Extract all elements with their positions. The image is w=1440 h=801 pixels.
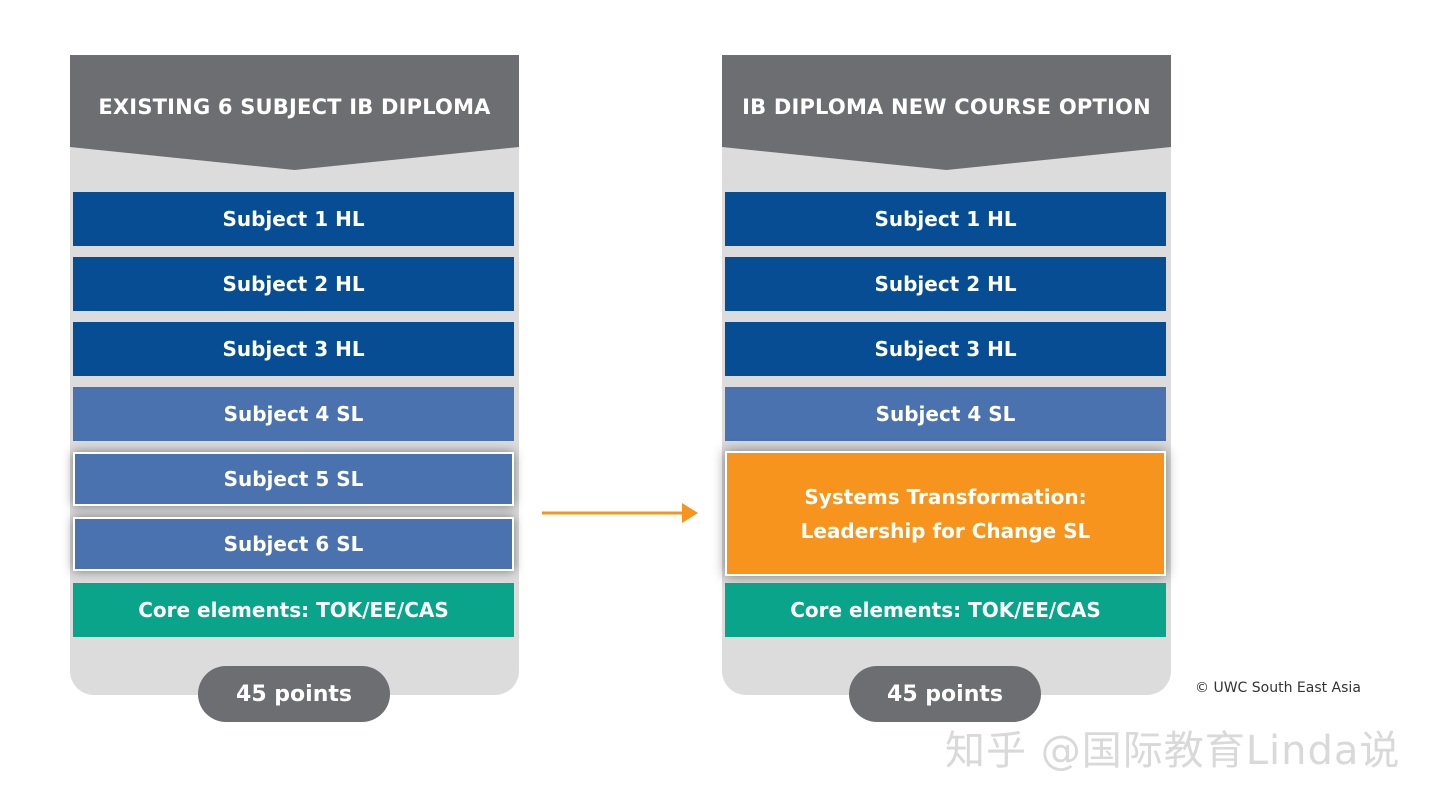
panel-header: EXISTING 6 SUBJECT IB DIPLOMA [70, 55, 519, 170]
core-elements-bar: Core elements: TOK/EE/CAS [725, 583, 1166, 637]
panel-header: IB DIPLOMA NEW COURSE OPTION [722, 55, 1171, 170]
core-elements-bar: Core elements: TOK/EE/CAS [73, 583, 514, 637]
subject-5-sl-bar: Subject 5 SL [73, 452, 514, 506]
points-badge: 45 points [198, 666, 390, 722]
watermark-text: 知乎 @国际教育Linda说 [945, 728, 1401, 774]
subject-1-hl-bar: Subject 1 HL [725, 192, 1166, 246]
new-course-option-panel: IB DIPLOMA NEW COURSE OPTION Subject 1 H… [722, 55, 1171, 722]
subject-6-sl-bar: Subject 6 SL [73, 517, 514, 571]
copyright-notice: © UWC South East Asia [1195, 680, 1361, 696]
subject-2-hl-bar: Subject 2 HL [725, 257, 1166, 311]
subject-4-sl-bar: Subject 4 SL [725, 387, 1166, 441]
subject-1-hl-bar: Subject 1 HL [73, 192, 514, 246]
subject-list: Subject 1 HL Subject 2 HL Subject 3 HL S… [722, 55, 1171, 655]
subject-list: Subject 1 HL Subject 2 HL Subject 3 HL S… [70, 55, 519, 655]
systems-transformation-bar: Systems Transformation: Leadership for C… [725, 451, 1166, 576]
new-course-label: Systems Transformation: Leadership for C… [800, 484, 1091, 543]
subject-4-sl-bar: Subject 4 SL [73, 387, 514, 441]
panel-title: EXISTING 6 SUBJECT IB DIPLOMA [98, 95, 491, 119]
existing-diploma-panel: EXISTING 6 SUBJECT IB DIPLOMA Subject 1 … [70, 55, 519, 722]
subject-3-hl-bar: Subject 3 HL [73, 322, 514, 376]
subject-3-hl-bar: Subject 3 HL [725, 322, 1166, 376]
subject-2-hl-bar: Subject 2 HL [73, 257, 514, 311]
arrow-right-icon [542, 503, 698, 523]
panel-title: IB DIPLOMA NEW COURSE OPTION [742, 95, 1151, 119]
points-badge: 45 points [849, 666, 1041, 722]
